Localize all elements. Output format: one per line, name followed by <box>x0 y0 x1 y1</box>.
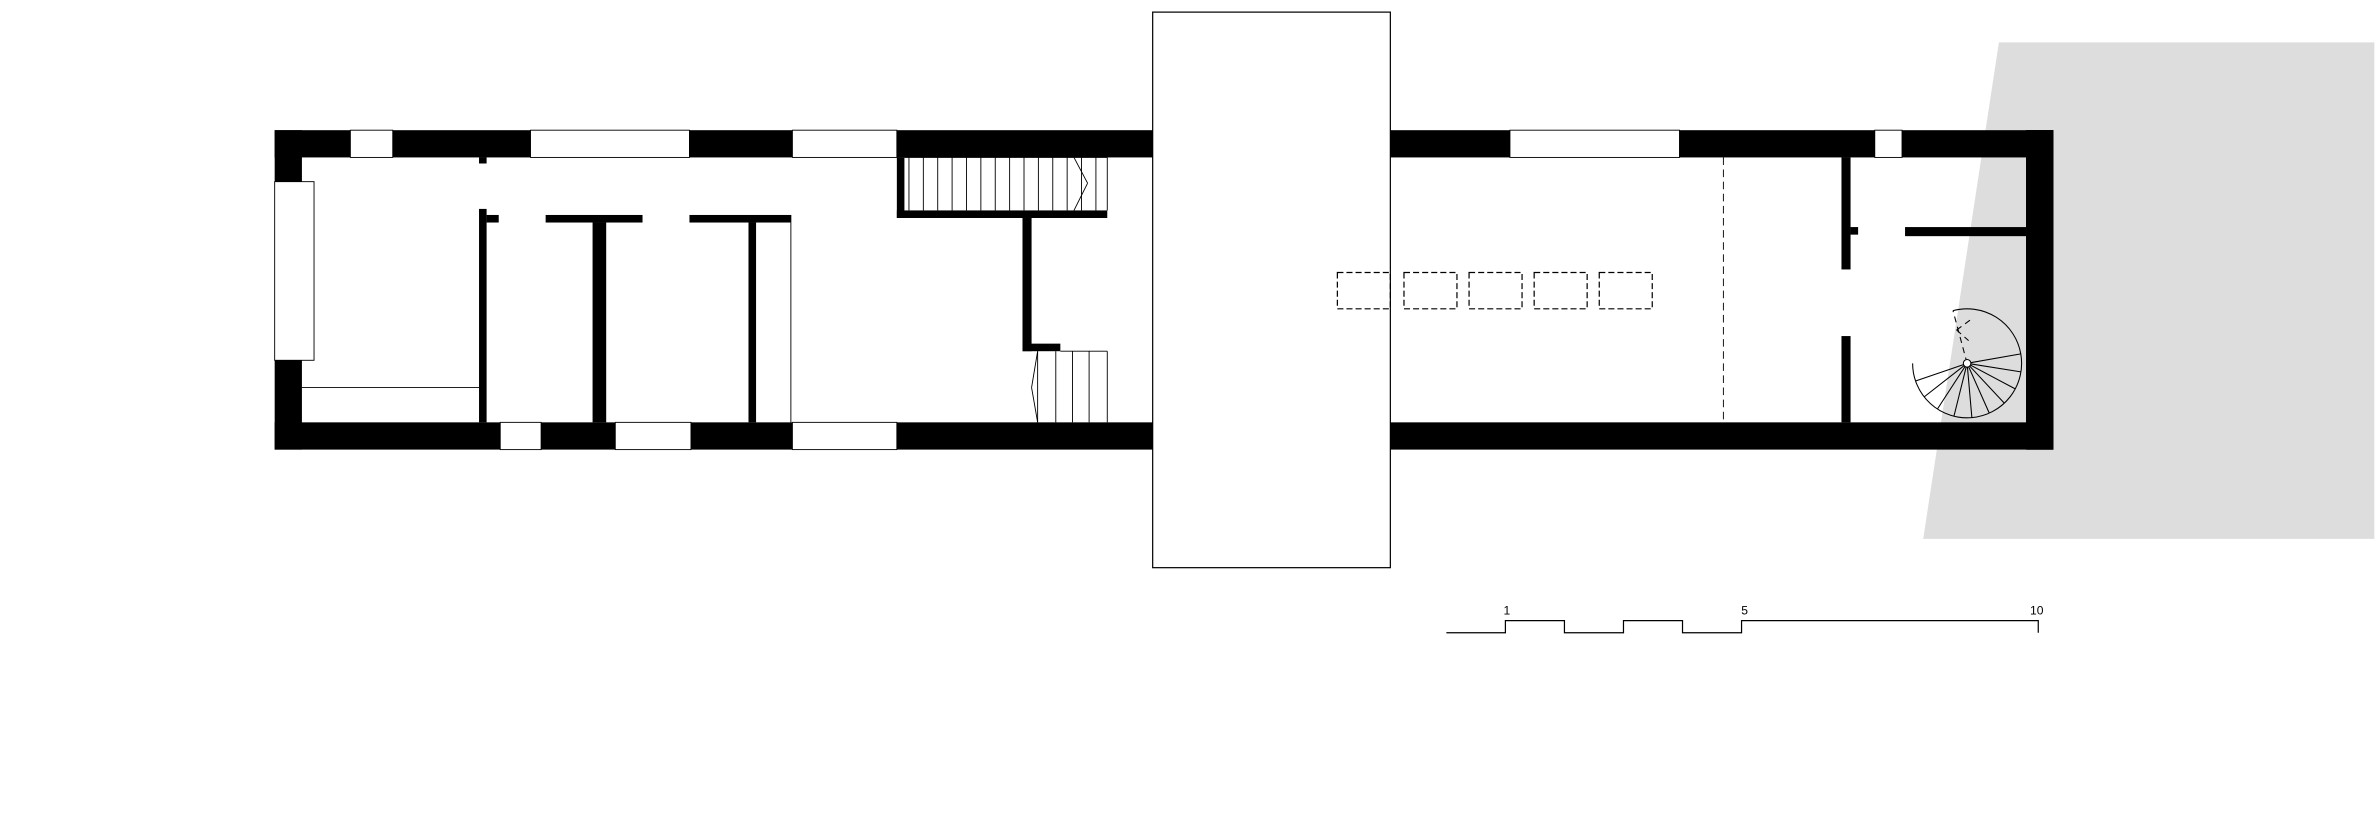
stair-tread <box>1031 387 1039 423</box>
spiral-outline <box>1912 308 2023 419</box>
interior-walls <box>479 157 2027 423</box>
windows <box>274 129 1903 451</box>
stair-tread <box>1966 362 2016 390</box>
stair-tread <box>1073 157 1088 184</box>
stair-tread <box>1031 351 1039 388</box>
spiral-stair <box>1912 308 2023 419</box>
stair-tread <box>1073 182 1088 211</box>
straight-stair-upper <box>904 156 1108 211</box>
central-block <box>1152 11 1391 569</box>
straight-stair-lower <box>1031 350 1108 423</box>
stair-tread <box>1953 363 1968 417</box>
stair-tread <box>1956 317 1974 331</box>
stair-tread <box>1923 362 1968 398</box>
stair-tread <box>1936 363 1968 410</box>
stair-tread <box>1967 353 2021 364</box>
thin-lines <box>301 214 792 423</box>
stair-tread <box>1956 329 1969 342</box>
stair-tread <box>1966 363 1973 418</box>
spiral-newel <box>1962 359 1972 368</box>
stair-tread <box>1966 363 1990 414</box>
adjacent-ground <box>1923 42 2375 539</box>
scale-label-1: 1 <box>1504 604 1511 618</box>
stair-tread <box>1967 362 2022 373</box>
stair-tread <box>1915 362 1968 382</box>
stair-tread <box>1952 310 1968 364</box>
scale-label-10: 10 <box>2030 604 2044 618</box>
stair-tread <box>1966 362 2005 404</box>
scale-bar: 1 5 10 <box>1446 604 2044 634</box>
scale-label-5: 5 <box>1741 604 1748 618</box>
dashed-skylights <box>1336 271 1653 310</box>
